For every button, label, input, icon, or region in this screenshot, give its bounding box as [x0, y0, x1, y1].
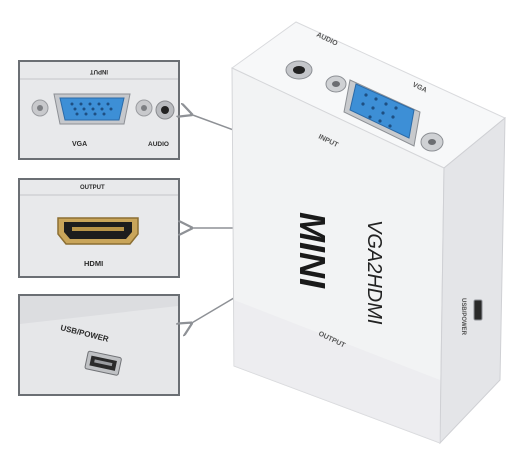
inset-usb-art: USB/POWER [20, 296, 178, 394]
inset-hdmi: OUTPUT HDMI [18, 178, 180, 278]
inset-vga-top-text: INPUT [90, 68, 108, 74]
device-usb-label: USB/POWER [460, 298, 466, 336]
inset-audio-label: AUDIO [148, 141, 169, 148]
inset-hdmi-art: OUTPUT HDMI [20, 180, 178, 276]
inset-vga-audio: INPUT VGA AUDIO [18, 60, 180, 160]
inset-hdmi-top-text: OUTPUT [80, 185, 105, 191]
inset-vga-label: VGA [72, 141, 87, 148]
inset-usb-power: USB/POWER [18, 294, 180, 396]
device-vga-port [325, 75, 444, 152]
inset-hdmi-label: HDMI [84, 259, 103, 268]
device-brand-mini: MINI [292, 212, 333, 289]
inset-vga-audio-art: INPUT VGA AUDIO [20, 62, 178, 158]
device-usb-port [473, 299, 483, 321]
device-model: VGA2HDMI [363, 220, 385, 325]
